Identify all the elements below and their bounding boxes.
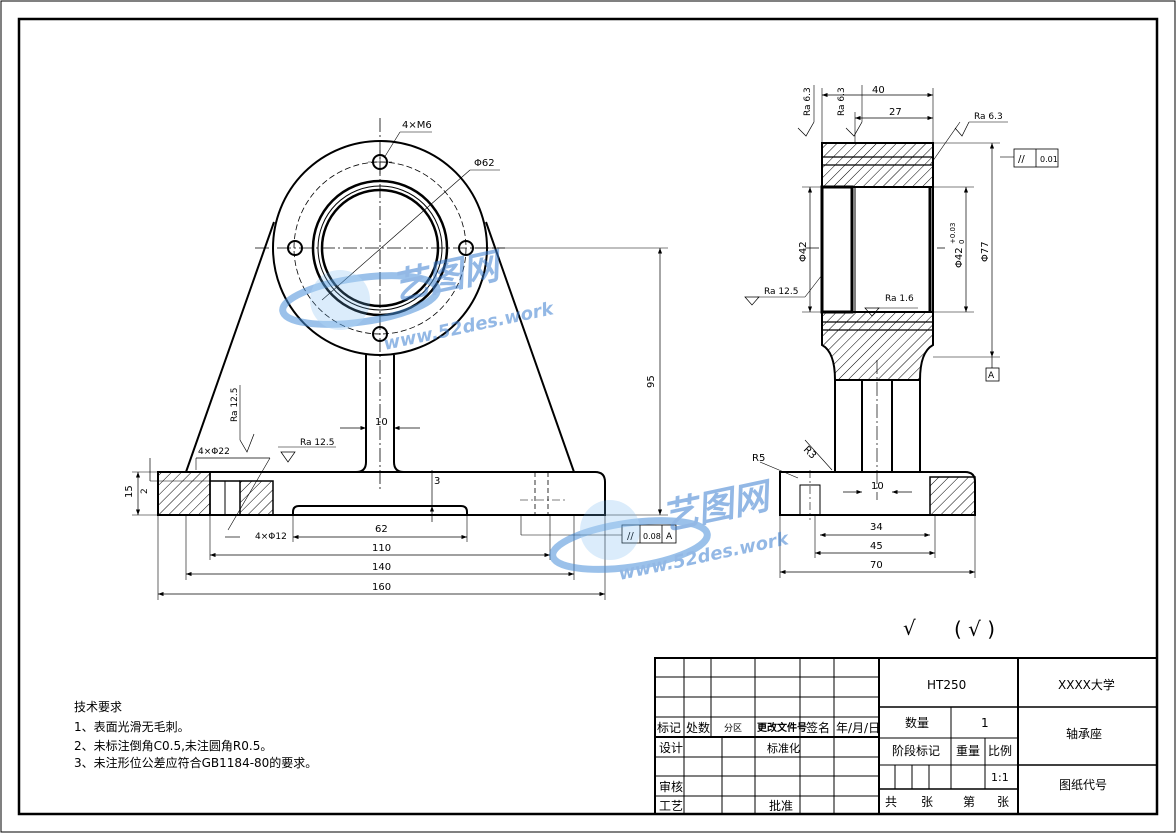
label-dim-62: 62	[375, 524, 388, 535]
label-dim-70: 70	[870, 560, 883, 571]
tol-datum: A	[666, 532, 673, 542]
label-r3: R3	[801, 444, 818, 461]
label-dia-42-tol: Φ42	[954, 247, 965, 268]
title-block	[654, 657, 1158, 815]
tb-quantity: 1	[981, 716, 989, 730]
label-dia-77: Φ77	[980, 241, 991, 262]
tb-standard: 标准化	[767, 741, 800, 755]
watermark-2: 艺图网 www.52des.work	[549, 475, 791, 585]
label-step: 2	[140, 488, 150, 494]
tb-school: XXXX大学	[1058, 677, 1115, 692]
tol-value: 0.08	[643, 532, 661, 541]
label-ra63-a: Ra 6.3	[803, 87, 813, 116]
side-tol-symbol: //	[1018, 154, 1025, 165]
label-dim-45: 45	[870, 541, 883, 552]
label-rib-width: 10	[375, 417, 388, 428]
label-holes: 4×Φ12	[255, 532, 287, 542]
label-tol-lower: 0	[958, 240, 966, 244]
tb-sheet-total: 共	[885, 795, 897, 809]
label-dim-40: 40	[872, 85, 885, 96]
tb-sheet-no: 第	[963, 795, 975, 809]
label-tol-upper: +0.03	[949, 223, 957, 244]
tb-weight: 重量	[956, 744, 980, 758]
label-bore-dia: Φ62	[474, 158, 495, 169]
label-ra16: Ra 1.6	[885, 294, 914, 304]
tb-quantity-label: 数量	[905, 715, 929, 730]
tb-col-count: 处数	[686, 720, 710, 735]
tb-sheet-word: 张	[921, 795, 933, 809]
tb-col-change: 更改文件号	[757, 721, 807, 734]
label-base-thickness: 15	[124, 485, 135, 498]
tb-drawing-code: 图纸代号	[1059, 778, 1107, 792]
tech-req-line-1: 1、表面光滑无毛刺。	[74, 720, 190, 734]
surface-check-paren: ( √ )	[954, 617, 995, 641]
tb-material: HT250	[927, 678, 966, 692]
label-holes-thread: 4×M6	[402, 120, 432, 131]
tb-scale-label: 比例	[988, 744, 1012, 758]
side-tol-value: 0.01	[1040, 155, 1058, 164]
title-block-text: HT250 XXXX大学 轴承座 图纸代号 数量 1 阶段标记 重量 比例 1:…	[657, 677, 1115, 813]
label-height: 95	[646, 375, 657, 388]
tb-col-zone: 分区	[724, 723, 742, 734]
tol-symbol: //	[627, 531, 634, 542]
front-view	[132, 118, 677, 600]
tb-part-name: 轴承座	[1066, 726, 1102, 741]
label-datum-a: A	[988, 371, 995, 381]
label-dia-42: Φ42	[798, 241, 809, 262]
label-ra-left: Ra 12.5	[230, 388, 240, 422]
label-ra125: Ra 12.5	[764, 287, 798, 297]
surface-check-symbol: √	[903, 616, 916, 640]
label-dim-34: 34	[870, 522, 883, 533]
tb-process: 工艺	[659, 799, 683, 813]
tb-col-sign: 签名	[806, 720, 830, 735]
tb-review: 审核	[659, 779, 683, 794]
tb-scale: 1:1	[991, 771, 1009, 784]
side-view	[744, 85, 1059, 578]
label-dim-160: 160	[372, 582, 391, 593]
technical-requirements: 技术要求 1、表面光滑无毛刺。 2、未标注倒角C0.5,未注圆角R0.5。 3、…	[74, 700, 317, 770]
label-depth: 3	[434, 476, 440, 487]
label-dim-140: 140	[372, 562, 391, 573]
label-dim-27: 27	[889, 107, 902, 118]
label-dim-110: 110	[372, 543, 391, 554]
label-dim-10: 10	[871, 481, 884, 492]
label-ra63-c: Ra 6.3	[974, 112, 1003, 122]
tech-req-line-2: 2、未标注倒角C0.5,未注圆角R0.5。	[74, 738, 272, 753]
label-cbore: 4×Φ22	[198, 447, 230, 457]
label-ra-base: Ra 12.5	[300, 438, 334, 448]
tb-approve: 批准	[769, 798, 793, 813]
tb-sheet-word2: 张	[997, 795, 1009, 809]
tb-col-mark: 标记	[657, 721, 681, 735]
surface-finish-note: √ ( √ )	[903, 616, 995, 641]
label-r5: R5	[752, 453, 765, 464]
tb-col-date: 年/月/日	[836, 721, 880, 735]
front-view-labels: 4×M6 Φ62 10 95 3 15 2 4×Φ22 4×Φ12 Ra 12.…	[124, 120, 673, 593]
tb-design: 设计	[659, 741, 683, 755]
tech-req-title: 技术要求	[74, 700, 122, 714]
label-ra63-b: Ra 6.3	[837, 87, 847, 116]
watermark-cn-2: 艺图网	[658, 475, 777, 539]
sheet-inner-border	[17, 17, 1159, 816]
tb-stage-mark: 阶段标记	[892, 743, 940, 758]
tech-req-line-3: 3、未注形位公差应符合GB1184-80的要求。	[74, 755, 317, 770]
